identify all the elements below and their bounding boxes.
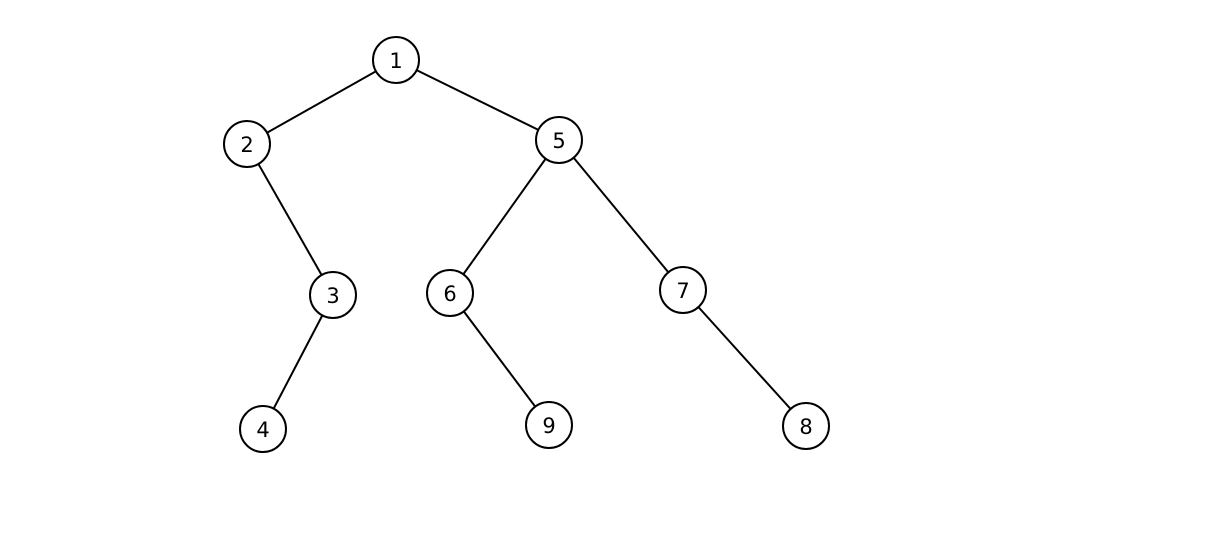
tree-node-4: 4: [239, 405, 287, 453]
node-circle: [309, 271, 357, 319]
node-label: 3: [326, 284, 339, 308]
node-label: 6: [443, 282, 456, 306]
tree-node-9: 9: [525, 401, 573, 449]
edge-n1-n2: [246, 59, 397, 145]
node-label: 9: [542, 414, 555, 438]
tree-node-2: 2: [223, 120, 271, 168]
edge-n6-n9: [449, 292, 550, 426]
node-label: 2: [240, 133, 253, 157]
node-circle: [535, 116, 583, 164]
node-circle: [239, 405, 287, 453]
node-label: 4: [256, 418, 269, 442]
node-circle: [782, 402, 830, 450]
node-label: 7: [676, 279, 689, 303]
tree-nodes: 1 2 5 3 6 7 4 9 8: [223, 36, 830, 453]
edge-n5-n6: [449, 139, 560, 294]
node-circle: [223, 120, 271, 168]
edge-n2-n3: [246, 143, 334, 296]
node-label: 1: [389, 49, 402, 73]
edge-n7-n8: [682, 289, 807, 427]
tree-edges: [246, 59, 807, 430]
edge-n5-n7: [558, 139, 684, 291]
node-circle: [659, 266, 707, 314]
node-circle: [525, 401, 573, 449]
tree-node-6: 6: [426, 269, 474, 317]
edge-n3-n4: [262, 294, 334, 430]
edge-n1-n5: [395, 59, 560, 141]
tree-node-8: 8: [782, 402, 830, 450]
tree-node-3: 3: [309, 271, 357, 319]
node-circle: [372, 36, 420, 84]
node-label: 5: [552, 129, 565, 153]
node-circle: [426, 269, 474, 317]
tree-node-1: 1: [372, 36, 420, 84]
node-label: 8: [799, 415, 812, 439]
tree-node-5: 5: [535, 116, 583, 164]
tree-node-7: 7: [659, 266, 707, 314]
